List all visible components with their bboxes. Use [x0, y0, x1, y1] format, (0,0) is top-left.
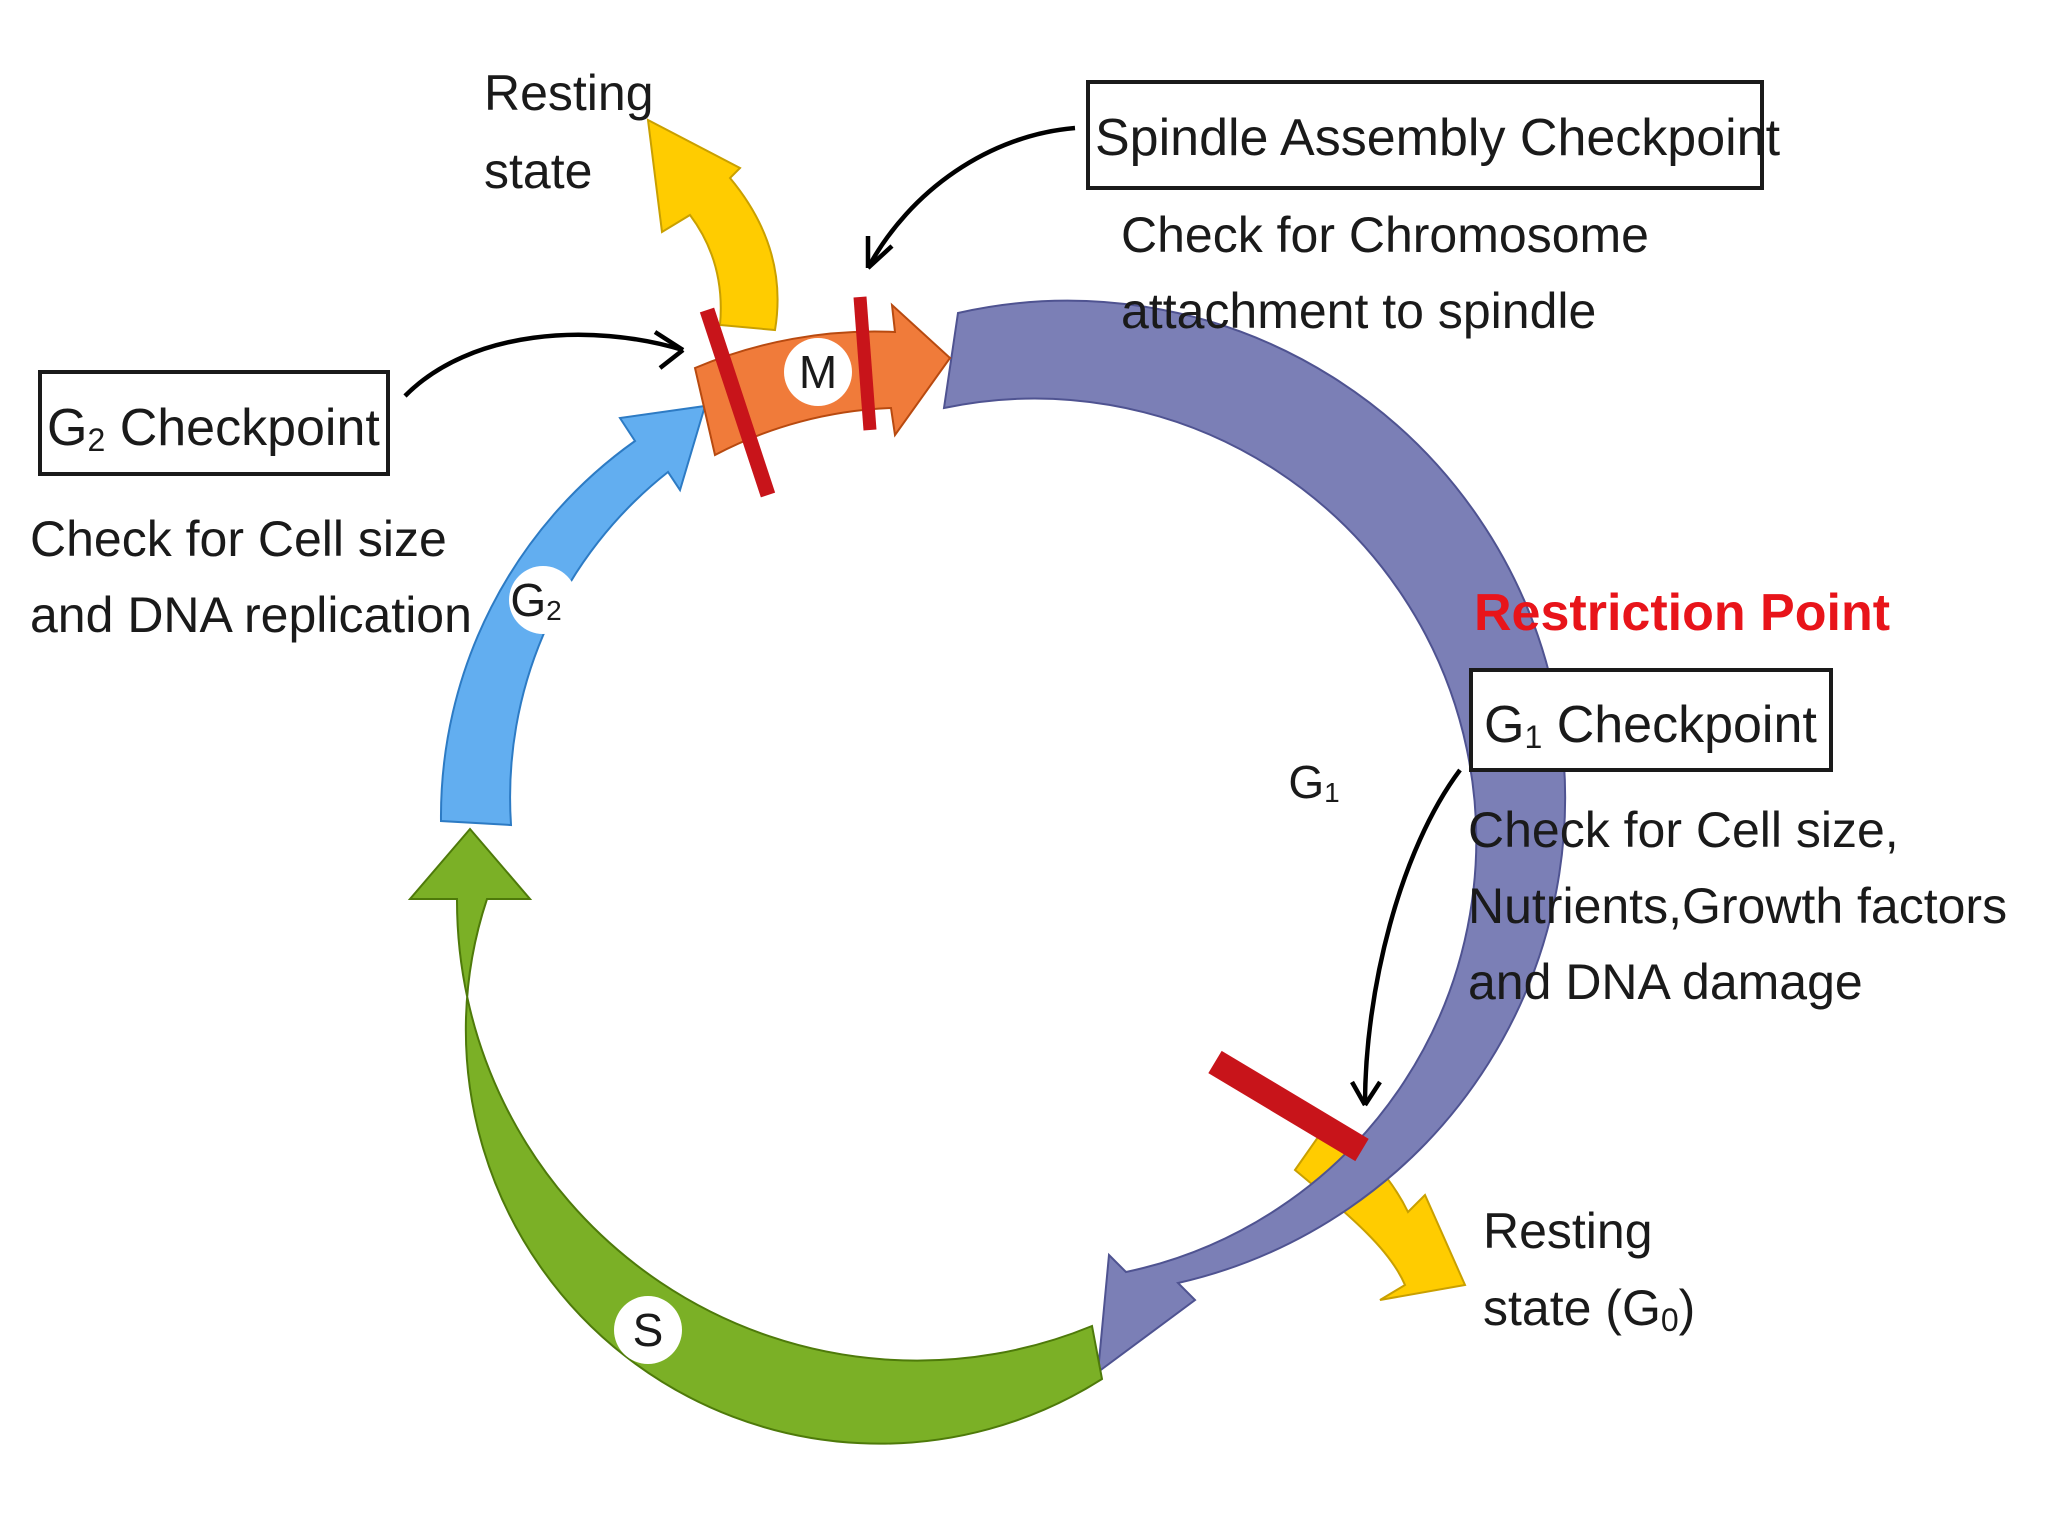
resting-state-arrow-top: [646, 118, 779, 332]
g2-checkpoint-box: [38, 370, 390, 476]
g1-pointer-arrowhead: [1350, 1080, 1382, 1107]
g1-checkpoint-bar: [1208, 1050, 1369, 1162]
g1-checkpoint-desc-line2: Nutrients,Growth factors: [1468, 878, 2007, 934]
m-phase-badge: M: [784, 338, 852, 406]
s-phase-badge: S: [614, 1296, 682, 1364]
g2-checkpoint-title: G2 Checkpoint: [47, 399, 380, 458]
g1-phase-arrow: [942, 299, 1567, 1375]
spindle-checkpoint-desc-line2: attachment to spindle: [1121, 283, 1596, 339]
s-phase-arrow: [407, 827, 1104, 1445]
resting-state-top-line2: state: [484, 143, 592, 199]
g2-checkpoint-desc-line2: and DNA replication: [30, 587, 472, 643]
g1-checkpoint-title: G1 Checkpoint: [1484, 696, 1817, 755]
resting-state-g0-line1: Resting: [1483, 1203, 1653, 1259]
g1-checkpoint-box: [1469, 668, 1833, 772]
g2-checkpoint-desc-line1: Check for Cell size: [30, 511, 447, 567]
spindle-checkpoint-box: [1086, 80, 1764, 190]
g1-phase-label: G1: [1288, 756, 1339, 808]
g2-pointer-arrow: [403, 332, 684, 398]
g1-checkpoint-desc-line3: and DNA damage: [1468, 954, 1863, 1010]
g1-pointer-arrow: [1362, 768, 1462, 1106]
spindle-checkpoint-title: Spindle Assembly Checkpoint: [1095, 109, 1781, 167]
s-phase-label: S: [633, 1304, 664, 1356]
g2-phase-badge: G2: [509, 566, 577, 634]
restriction-point-label: Restriction Point: [1474, 584, 1890, 642]
g2-checkpoint-bar: [699, 307, 776, 498]
g2-pointer-arrowhead: [653, 330, 685, 370]
spindle-pointer-arrow: [866, 125, 1076, 270]
spindle-checkpoint-bar: [853, 296, 877, 431]
spindle-checkpoint-desc-line1: Check for Chromosome: [1121, 207, 1649, 263]
g1-checkpoint-desc-line1: Check for Cell size,: [1468, 802, 1899, 858]
resting-state-top-line1: Resting: [484, 65, 654, 121]
spindle-pointer-arrowhead: [865, 236, 894, 270]
resting-state-g0-line2: state (G0): [1483, 1280, 1695, 1338]
m-phase-label: M: [799, 346, 837, 398]
g2-phase-label: G2: [510, 574, 561, 626]
g1-phase-badge: G1: [1287, 748, 1355, 816]
